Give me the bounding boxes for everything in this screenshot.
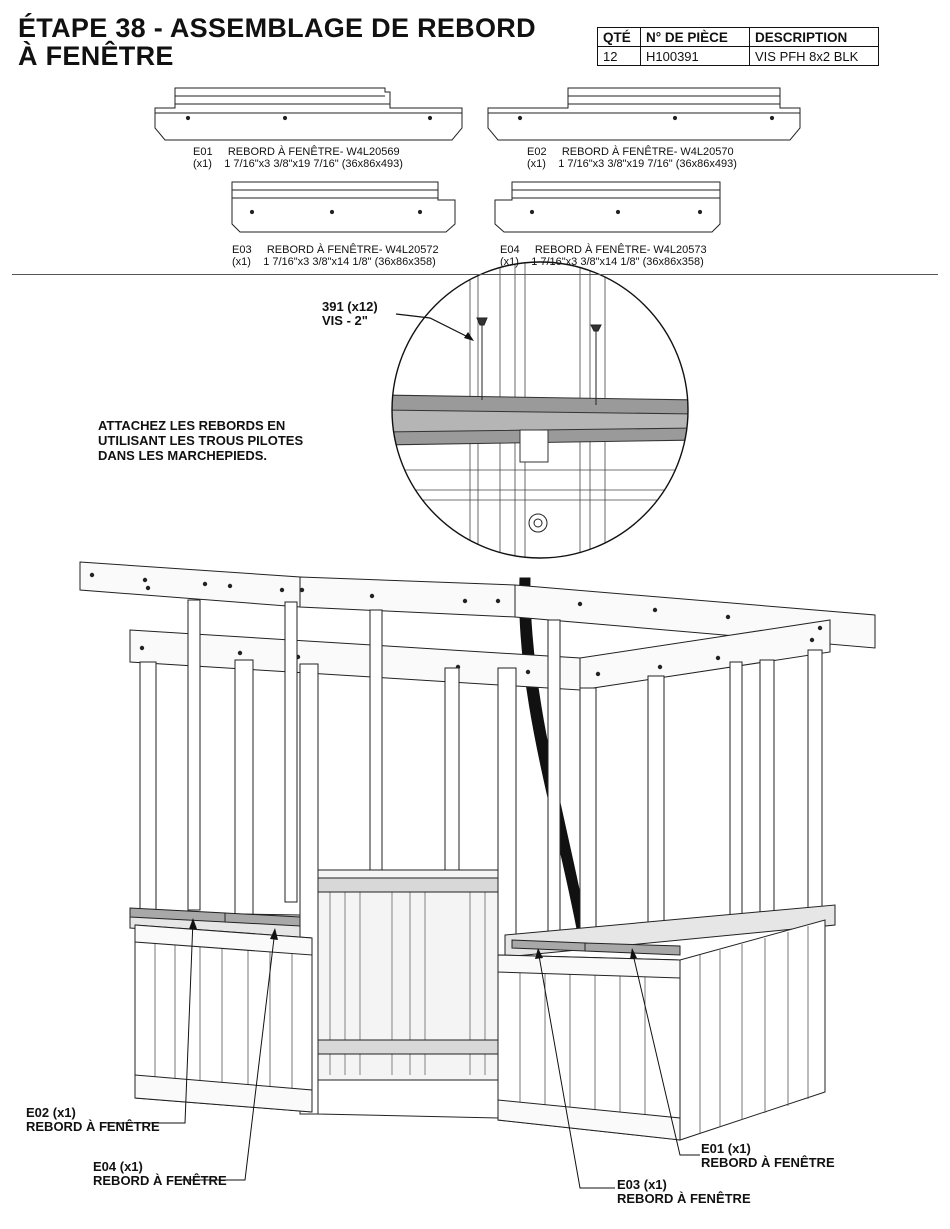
table-row: 12 H100391 VIS PFH 8x2 BLK [597, 46, 879, 66]
instruction-line-1: ATTACHEZ LES REBORDS EN [98, 418, 286, 433]
part-e01-label: E01 REBORD À FENÊTRE- W4L20569 (x1) 1 7/… [193, 146, 403, 170]
cell-qty: 12 [597, 46, 641, 66]
callout-e02: E02 (x1)REBORD À FENÊTRE [26, 1106, 160, 1134]
part-e02-drawing [487, 87, 801, 141]
part-e04-label: E04 REBORD À FENÊTRE- W4L20573 (x1) 1 7/… [500, 244, 707, 268]
part-e02-name: REBORD À FENÊTRE- W4L20570 [561, 146, 734, 158]
part-e03-qty: (x1) [232, 256, 251, 268]
part-e04-id: E04 [500, 244, 520, 256]
cell-description: VIS PFH 8x2 BLK [749, 46, 879, 66]
callout-e04-label: REBORD À FENÊTRE [93, 1173, 227, 1188]
part-e03-id: E03 [232, 244, 252, 256]
screw-callout-qty: 391 (x12) [322, 299, 378, 314]
callout-e02-label: REBORD À FENÊTRE [26, 1119, 160, 1134]
part-e03-dims: 1 7/16"x3 3/8"x14 1/8" (36x86x358) [263, 256, 436, 268]
parts-table: QTÉ N° DE PIÈCE DESCRIPTION 12 H100391 V… [597, 27, 879, 66]
callout-e04-id: E04 (x1) [93, 1159, 143, 1174]
callout-arrowheads [189, 918, 637, 959]
screw-leader-line [395, 313, 471, 339]
title-line-2: À FENÊTRE [18, 41, 174, 71]
callout-e03-label: REBORD À FENÊTRE [617, 1191, 751, 1206]
part-e02-qty: (x1) [527, 158, 546, 170]
part-e02-label: E02 REBORD À FENÊTRE- W4L20570 (x1) 1 7/… [527, 146, 737, 170]
part-e01-name: REBORD À FENÊTRE- W4L20569 [227, 146, 400, 158]
callout-e01-id: E01 (x1) [701, 1141, 751, 1156]
cell-part-number: H100391 [640, 46, 750, 66]
callout-e03: E03 (x1)REBORD À FENÊTRE [617, 1178, 751, 1206]
detail-magnified-view [391, 261, 689, 559]
assembly-instruction: ATTACHEZ LES REBORDS EN UTILISANT LES TR… [98, 418, 303, 463]
callout-e03-id: E03 (x1) [617, 1177, 667, 1192]
part-e01-qty: (x1) [193, 158, 212, 170]
screw-callout: 391 (x12)VIS - 2" [322, 300, 378, 328]
part-e01-id: E01 [193, 146, 213, 158]
instruction-line-3: DANS LES MARCHEPIEDS. [98, 448, 268, 463]
part-e03-name: REBORD À FENÊTRE- W4L20572 [266, 244, 439, 256]
part-e02-id: E02 [527, 146, 547, 158]
screw-leader-arrow [464, 332, 474, 341]
callout-e04: E04 (x1)REBORD À FENÊTRE [93, 1160, 227, 1188]
part-e02-dims: 1 7/16"x3 3/8"x19 7/16" (36x86x493) [558, 158, 737, 170]
page-title: ÉTAPE 38 - ASSEMBLAGE DE REBORD À FENÊTR… [18, 14, 536, 70]
part-e04-name: REBORD À FENÊTRE- W4L20573 [534, 244, 707, 256]
screw-callout-label: VIS - 2" [322, 313, 368, 328]
part-e04-qty: (x1) [500, 256, 519, 268]
section-divider [12, 274, 938, 275]
callout-e01: E01 (x1)REBORD À FENÊTRE [701, 1142, 835, 1170]
part-e04-drawing [494, 181, 721, 233]
part-e04-dims: 1 7/16"x3 3/8"x14 1/8" (36x86x358) [531, 256, 704, 268]
part-e03-drawing [231, 181, 456, 233]
part-e01-dims: 1 7/16"x3 3/8"x19 7/16" (36x86x493) [224, 158, 403, 170]
callout-leaders [100, 919, 700, 1189]
callout-e02-id: E02 (x1) [26, 1105, 76, 1120]
part-e03-label: E03 REBORD À FENÊTRE- W4L20572 (x1) 1 7/… [232, 244, 439, 268]
playhouse-frame [79, 561, 876, 1141]
instruction-line-2: UTILISANT LES TROUS PILOTES [98, 433, 304, 448]
title-line-1: ÉTAPE 38 - ASSEMBLAGE DE REBORD [18, 13, 536, 43]
header-qty: QTÉ [597, 27, 641, 47]
parts-table-header: QTÉ N° DE PIÈCE DESCRIPTION [597, 27, 879, 47]
part-e01-drawing [154, 87, 463, 141]
callout-e01-label: REBORD À FENÊTRE [701, 1155, 835, 1170]
